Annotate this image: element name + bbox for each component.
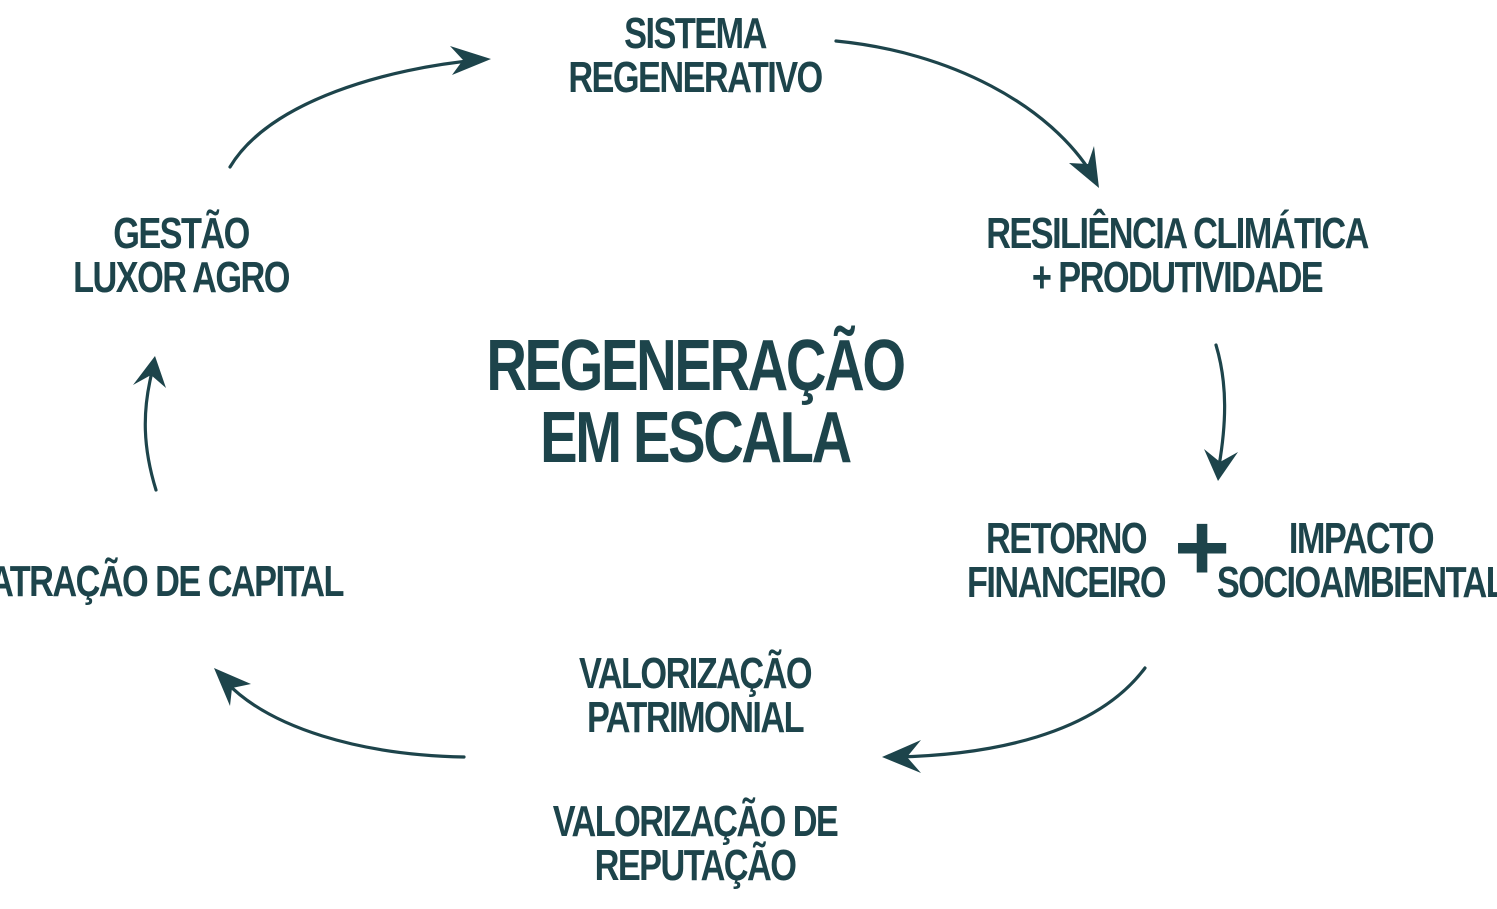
node-valorizacao-reputacao-line2: REPUTAÇÃO xyxy=(594,841,797,890)
node-sistema-regenerativo: SISTEMA REGENERATIVO xyxy=(568,9,823,102)
node-valorizacao-reputacao: VALORIZAÇÃO DE REPUTAÇÃO xyxy=(552,797,839,890)
arrow-retorno-to-valorizacao xyxy=(882,666,1147,773)
node-retorno-line1: RETORNO xyxy=(985,514,1148,563)
node-atracao-line1: ATRAÇÃO DE CAPITAL xyxy=(0,557,344,606)
arrow-gestao-to-sistema xyxy=(228,46,491,169)
arrow-atracao-to-gestao xyxy=(133,356,166,492)
node-gestao-luxor-agro: GESTÃO LUXOR AGRO xyxy=(73,209,290,302)
center-title-line1: REGENERAÇÃO xyxy=(486,326,906,406)
node-retorno-line2: FINANCEIRO xyxy=(967,558,1167,607)
arrow-resiliencia-to-retorno xyxy=(1204,343,1238,481)
node-retorno-financeiro: RETORNO FINANCEIRO xyxy=(967,514,1167,607)
node-impacto-line1: IMPACTO xyxy=(1288,514,1435,563)
plus-sign: + xyxy=(1173,494,1231,601)
center-title-line2: EM ESCALA xyxy=(540,398,852,478)
node-gestao-line2: LUXOR AGRO xyxy=(73,253,290,302)
node-resiliencia-line1: RESILIÊNCIA CLIMÁTICA xyxy=(986,209,1369,258)
node-resiliencia-climatica: RESILIÊNCIA CLIMÁTICA + PRODUTIVIDADE xyxy=(986,209,1369,302)
node-atracao-de-capital: ATRAÇÃO DE CAPITAL xyxy=(0,557,344,606)
node-valorizacao-patrimonial-line2: PATRIMONIAL xyxy=(586,693,805,742)
node-valorizacao-patrimonial: VALORIZAÇÃO PATRIMONIAL xyxy=(579,649,813,742)
arrow-valorizacao-to-atracao xyxy=(214,668,466,759)
node-resiliencia-line2: + PRODUTIVIDADE xyxy=(1031,253,1324,302)
node-sistema-line2: REGENERATIVO xyxy=(568,53,823,102)
node-valorizacao-reputacao-line1: VALORIZAÇÃO DE xyxy=(552,797,839,846)
node-impacto-socioambiental: IMPACTO SOCIOAMBIENTAL xyxy=(1217,517,1497,605)
arrow-sistema-to-resiliencia xyxy=(834,39,1099,188)
center-title: REGENERAÇÃO EM ESCALA xyxy=(486,326,906,478)
node-gestao-line1: GESTÃO xyxy=(113,209,250,258)
node-valorizacao-patrimonial-line1: VALORIZAÇÃO xyxy=(579,649,813,698)
node-sistema-line1: SISTEMA xyxy=(624,9,767,58)
node-impacto-line2: SOCIOAMBIENTAL xyxy=(1216,558,1497,607)
